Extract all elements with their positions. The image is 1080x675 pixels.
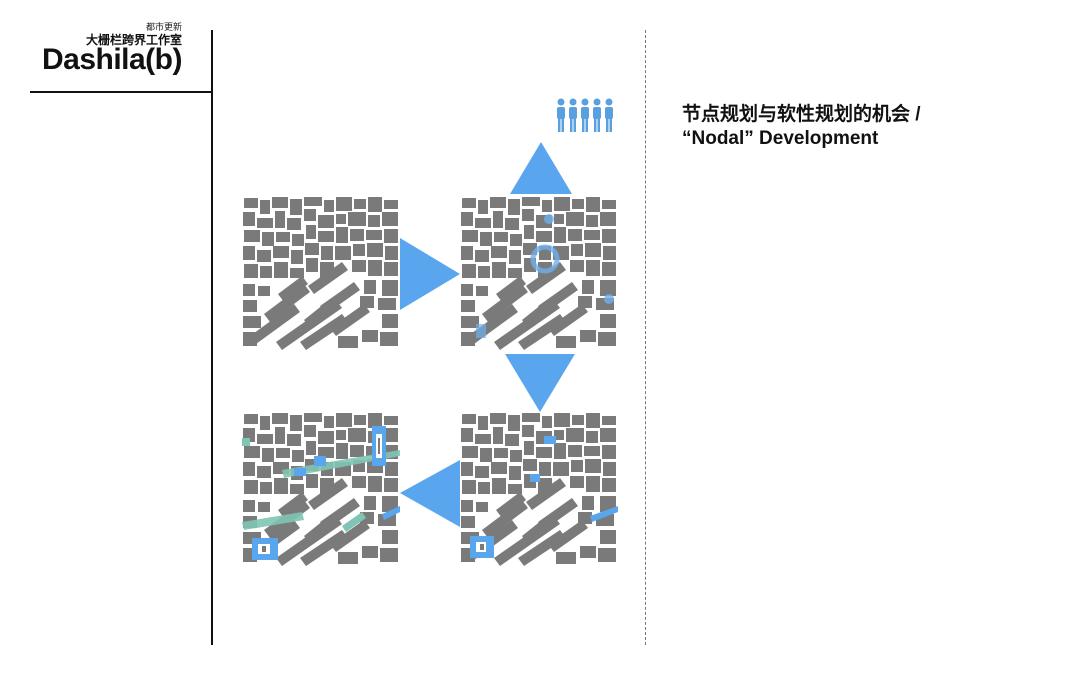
heading-line-1: 节点规划与软性规划的机会 / [682,104,921,125]
brand-category: 都市更新 [145,23,182,33]
left-vertical-rule [211,30,213,645]
arrow-up [510,142,572,194]
dashed-divider [645,30,646,645]
brand-studio: 大栅栏跨界工作室 [85,33,182,47]
map-node-intervention [460,412,618,570]
brand-divider [30,91,212,93]
arrow-right [400,238,460,310]
arrow-left [400,460,460,527]
brand-title: Dashila(b) [41,43,183,76]
heading-line-2: “Nodal” Development [682,128,879,149]
map-existing [242,196,400,354]
map-network-development [242,412,400,570]
people-group-icon [557,98,613,132]
arrow-down [505,354,575,412]
section-heading: 节点规划与软性规划的机会 / “Nodal” Development [682,103,921,151]
map-nodes-identified [460,196,618,354]
